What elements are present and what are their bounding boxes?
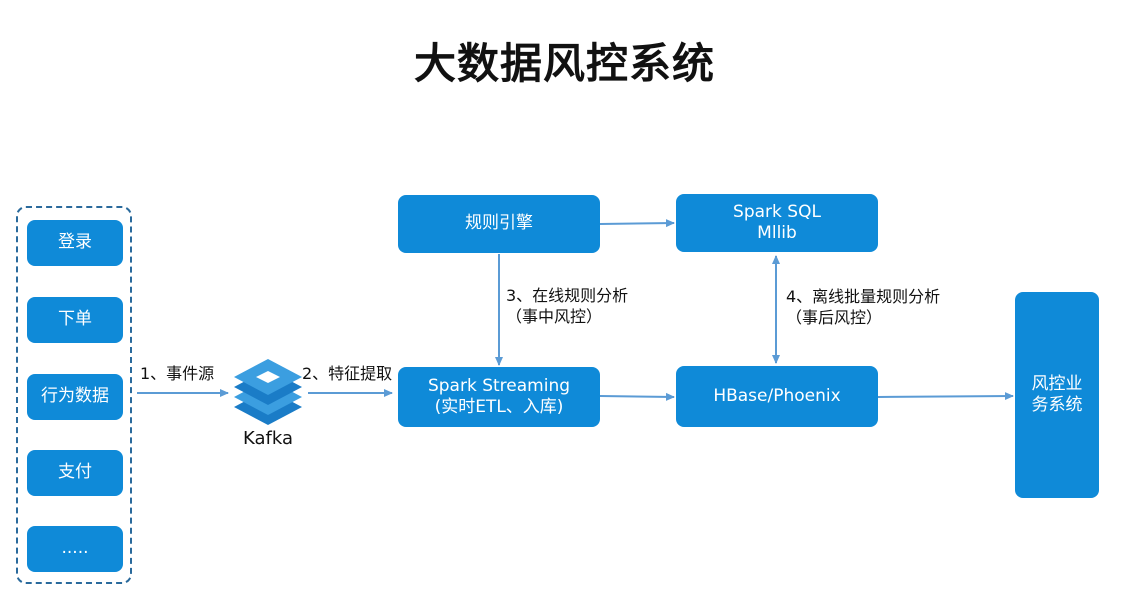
spark-streaming-node[interactable]: Spark Streaming (实时ETL、入库) (398, 367, 600, 427)
step1-label: 1、事件源 (140, 364, 215, 383)
step3-label: 3、在线规则分析 （事中风控） (506, 286, 628, 328)
spark-sql-label: Spark SQL (733, 201, 821, 222)
kafka-icon (234, 359, 302, 425)
step2-label: 2、特征提取 (302, 364, 393, 383)
step4-label: 4、离线批量规则分析 （事后风控） (786, 287, 940, 329)
source-login[interactable]: 登录 (27, 220, 123, 266)
step4-line2: （事后风控） (786, 307, 883, 327)
mllib-label: Mllib (757, 223, 797, 243)
risk-business-system-node[interactable]: 风控业 务系统 (1015, 292, 1099, 498)
source-order[interactable]: 下单 (27, 297, 123, 343)
event-source-group (16, 206, 132, 584)
source-more[interactable]: ..... (27, 526, 123, 572)
risk-system-label-line1: 风控业 (1031, 373, 1083, 394)
step3-line2: （事中风控） (506, 306, 603, 326)
step4-line1: 4、离线批量规则分析 (786, 287, 941, 306)
source-behavior-data[interactable]: 行为数据 (27, 374, 123, 420)
arrow-rule-to-sparksql (599, 219, 675, 228)
spark-streaming-label: Spark Streaming (427, 375, 571, 396)
risk-system-label-line2: 务系统 (1031, 395, 1083, 415)
source-payment[interactable]: 支付 (27, 450, 123, 496)
arrow-hbase-to-risk (877, 392, 1014, 401)
page-title: 大数据风控系统 (413, 39, 715, 88)
rule-engine-label: 规则引擎 (465, 213, 533, 234)
hbase-phoenix-node[interactable]: HBase/Phoenix (676, 366, 878, 427)
rule-engine-node[interactable]: 规则引擎 (398, 195, 600, 253)
step3-line1: 3、在线规则分析 (506, 286, 629, 305)
arrow-streaming-to-hbase (599, 392, 675, 401)
spark-sql-node[interactable]: Spark SQL Mllib (676, 194, 878, 252)
spark-streaming-sublabel: (实时ETL、入库) (434, 397, 564, 417)
kafka-label: Kafka (243, 428, 293, 449)
hbase-phoenix-label: HBase/Phoenix (713, 385, 841, 406)
